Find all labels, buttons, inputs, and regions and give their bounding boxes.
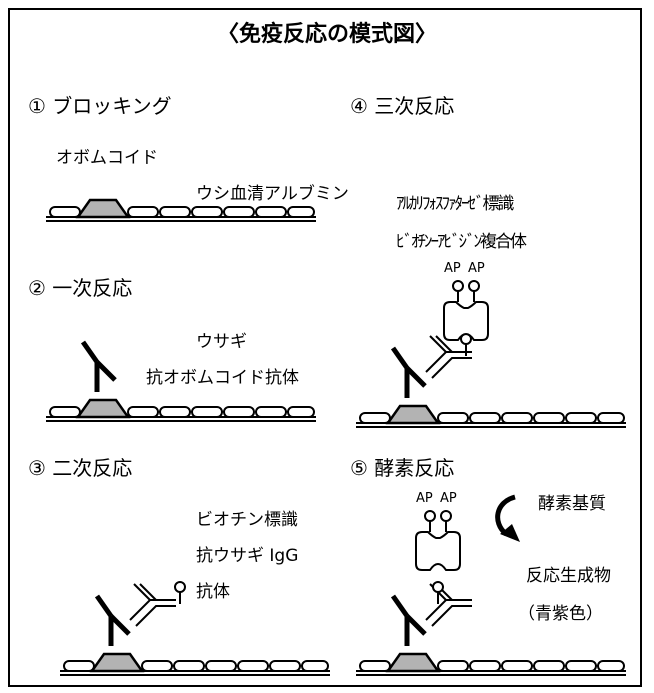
ap-label-2: AP xyxy=(468,261,485,276)
bsa-label: ウシ血清アルブミン xyxy=(196,184,349,204)
section-2-heading: ② 一次反応 xyxy=(28,276,133,300)
section-5-heading: ⑤ 酵素反応 xyxy=(350,456,455,480)
reaction-arrow-icon xyxy=(495,494,520,542)
anti-rabbit-igg-label: 抗ウサギ IgG xyxy=(196,546,299,566)
primary-antibody-3 xyxy=(97,596,129,646)
section-4-heading: ④ 三次反応 xyxy=(350,94,455,118)
anti-ovomucoid-antibody-label: 抗オボムコイド抗体 xyxy=(146,368,299,388)
antibody-label: 抗体 xyxy=(196,582,230,602)
section-3-heading: ③ 二次反応 xyxy=(28,456,133,480)
ap-label-1: AP xyxy=(444,261,461,276)
biotin-avidin-complex-label: ﾋﾞｵﾁﾝｰｱﾋﾞｼﾞﾝ複合体 xyxy=(396,232,527,252)
primary-antibody-4 xyxy=(393,348,425,398)
secondary-antibody-5 xyxy=(425,583,473,627)
plate-beads-5 xyxy=(354,652,628,677)
plate-beads-3 xyxy=(58,652,332,677)
primary-antibody-5 xyxy=(393,596,425,646)
avidin-complex-5 xyxy=(415,510,461,571)
biotin-label: ビオチン標識 xyxy=(196,510,298,530)
secondary-antibody-3 xyxy=(129,583,177,627)
diagram-title: 〈免疫反応の模式図〉 xyxy=(216,22,437,47)
diagram-frame: 〈免疫反応の模式図〉 ① ブロッキング オボムコイド ウシ血清アルブミン ② 一… xyxy=(8,8,642,687)
reaction-product-label: 反応生成物 xyxy=(526,566,611,586)
blue-purple-label: （青紫色） xyxy=(518,604,603,624)
section-1-heading: ① ブロッキング xyxy=(28,94,172,118)
avidin-complex-4 xyxy=(443,280,489,341)
primary-antibody-2 xyxy=(83,342,115,392)
rabbit-label: ウサギ xyxy=(196,332,247,352)
diagram-graphics xyxy=(44,198,628,677)
ap-label-4: AP xyxy=(440,491,457,506)
biotin-icon-5 xyxy=(432,581,444,605)
ovomucoid-label: オボムコイド xyxy=(56,148,158,168)
ap-label-3: AP xyxy=(416,491,433,506)
enzyme-substrate-label: 酵素基質 xyxy=(538,494,606,514)
plate-beads-1 xyxy=(44,198,318,223)
plate-beads-2 xyxy=(44,398,318,423)
biotin-icon-3 xyxy=(174,581,186,605)
alkaline-phosphatase-label: ｱﾙｶﾘﾌｫｽﾌｧﾀｰｾﾞ標識 xyxy=(396,194,514,214)
plate-beads-4 xyxy=(354,404,628,429)
